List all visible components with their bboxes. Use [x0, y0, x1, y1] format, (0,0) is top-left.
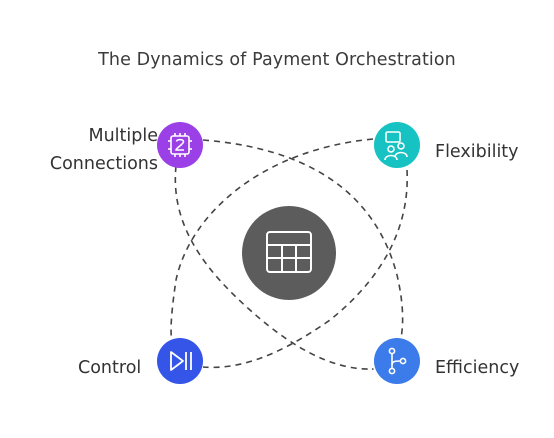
team-users-icon: [384, 131, 408, 161]
node-control: [157, 338, 203, 384]
diagram-title: The Dynamics of Payment Orchestration: [98, 50, 456, 70]
label-multiple-connections: Multiple Connections: [30, 122, 158, 178]
table-grid-icon: [266, 231, 312, 273]
node-multiple-connections: [157, 122, 203, 168]
orbit-curve: [170, 138, 374, 341]
node-flexibility: [374, 122, 420, 168]
center-node: [242, 206, 336, 300]
branch-icon: [388, 347, 407, 375]
label-control: Control: [78, 358, 142, 378]
label-flexibility: Flexibility: [435, 142, 519, 162]
chip-2-icon: [168, 133, 192, 157]
node-efficiency: [374, 338, 420, 384]
label-line: Multiple: [88, 126, 158, 146]
play-pause-icon: [170, 351, 192, 371]
label-line: Connections: [49, 154, 158, 174]
orbit-curve: [202, 169, 408, 369]
orbit-curve: [174, 165, 373, 370]
label-efficiency: Efficiency: [435, 358, 520, 378]
